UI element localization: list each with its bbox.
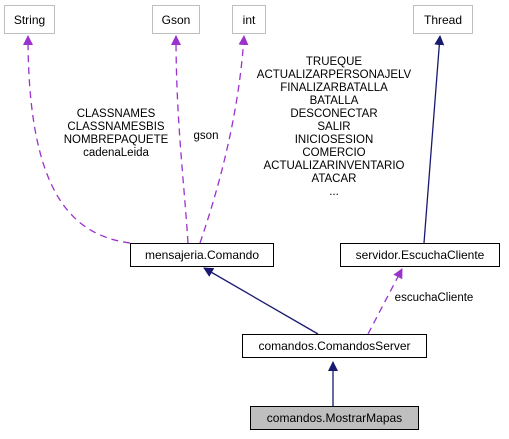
edge-label-escucha: escuchaCliente — [386, 292, 482, 305]
label-line: DESCONECTAR — [290, 108, 378, 120]
node-gson[interactable]: Gson — [152, 5, 200, 34]
node-thread-label: Thread — [423, 12, 463, 27]
node-servidor-escuchacliente[interactable]: servidor.EscuchaCliente — [340, 243, 500, 267]
node-mostrar-label: comandos.MostrarMapas — [266, 411, 403, 425]
label-line: INICIOSESION — [294, 134, 374, 146]
node-server-label: comandos.ComandosServer — [258, 339, 411, 353]
node-thread[interactable]: Thread — [413, 5, 473, 34]
label-line: NOMBREPAQUETE — [63, 134, 169, 146]
node-gson-label: Gson — [161, 12, 191, 27]
edge-server-to-escucha — [367, 268, 403, 335]
edge-label-string: CLASSNAMES CLASSNAMESBIS NOMBREPAQUETE c… — [48, 108, 184, 160]
label-line: ACTUALIZARPERSONAJELV — [256, 69, 412, 81]
node-int[interactable]: int — [232, 5, 266, 34]
node-int-label: int — [242, 12, 256, 27]
label-line: cadenaLeida — [83, 147, 149, 159]
label-line: FINALIZARBATALLA — [280, 82, 388, 94]
label-line: escuchaCliente — [394, 292, 474, 304]
node-comandos-comandosserver[interactable]: comandos.ComandosServer — [242, 334, 427, 358]
node-string-label: String — [13, 12, 46, 27]
label-line: SALIR — [317, 121, 351, 133]
edge-label-int: TRUEQUE ACTUALIZARPERSONAJELV FINALIZARB… — [244, 56, 424, 199]
edge-server-to-comando — [203, 267, 319, 335]
edge-escucha-to-thread — [423, 35, 445, 244]
label-line: CLASSNAMESBIS — [67, 121, 165, 133]
label-line: BATALLA — [309, 95, 359, 107]
label-line: COMERCIO — [302, 147, 366, 159]
node-comando-label: mensajeria.Comando — [144, 248, 260, 262]
label-line: ... — [329, 186, 339, 198]
label-line: gson — [193, 130, 219, 142]
edge-label-gson: gson — [184, 130, 228, 143]
node-mensajeria-comando[interactable]: mensajeria.Comando — [130, 243, 274, 267]
node-comandos-mostrarmapas[interactable]: comandos.MostrarMapas — [250, 406, 419, 430]
node-escucha-label: servidor.EscuchaCliente — [355, 248, 485, 262]
label-line: ATACAR — [311, 173, 357, 185]
label-line: ACTUALIZARINVENTARIO — [263, 160, 405, 172]
node-string[interactable]: String — [4, 5, 55, 34]
label-line: CLASSNAMES — [76, 108, 156, 120]
edge-comando-to-int — [199, 35, 249, 244]
label-line: TRUEQUE — [305, 56, 363, 68]
